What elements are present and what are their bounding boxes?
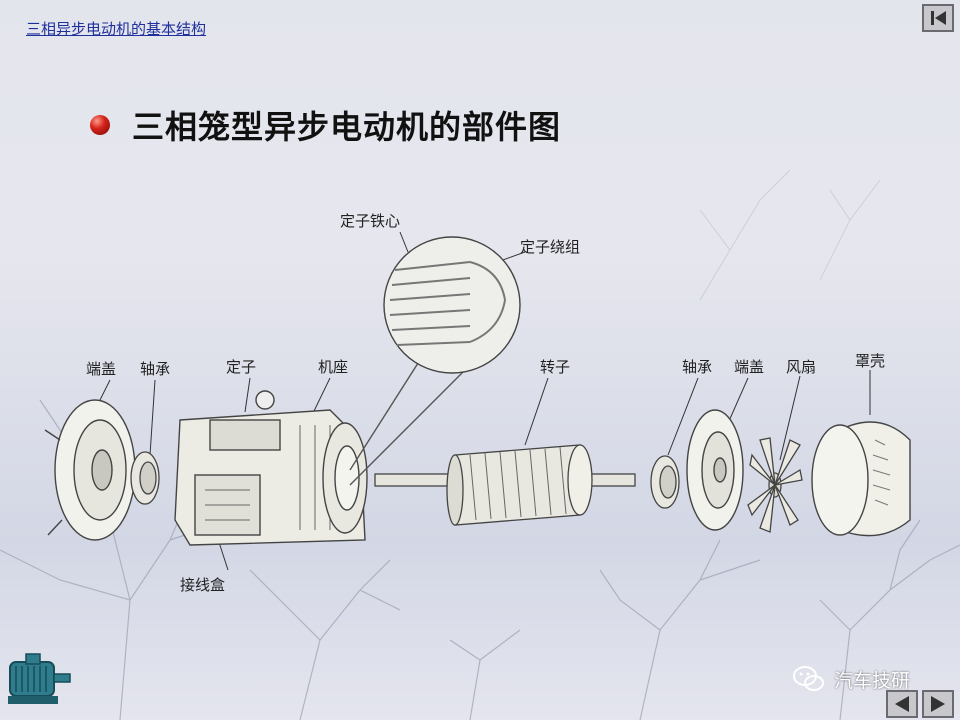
- stator-detail-circle: [349, 236, 521, 486]
- watermark-text: 汽车技研: [834, 669, 911, 692]
- bearing-left-part: [130, 451, 160, 505]
- end-cover-left-part: [44, 399, 136, 541]
- label-fan-cover: 罩壳: [855, 352, 886, 370]
- first-slide-button[interactable]: [922, 4, 954, 32]
- prev-slide-button[interactable]: [886, 690, 918, 718]
- rotor-part: [374, 444, 636, 526]
- label-terminal-box: 接线盒: [180, 576, 226, 594]
- end-cover-right-part: [686, 409, 744, 531]
- label-end-cover-right: 端盖: [734, 358, 765, 376]
- stator-frame-part: [174, 390, 368, 546]
- label-frame: 机座: [318, 358, 349, 376]
- label-bearing-left: 轴承: [140, 360, 171, 378]
- next-slide-button[interactable]: [922, 690, 954, 718]
- fan-part: [747, 437, 803, 533]
- watermark: 汽车技研: [792, 664, 910, 694]
- fan-cover-part: [811, 421, 911, 537]
- label-end-cover-left: 端盖: [86, 360, 117, 378]
- label-fan: 风扇: [786, 358, 817, 376]
- label-stator-core: 定子铁心: [340, 212, 401, 230]
- label-rotor: 转子: [540, 358, 571, 376]
- label-stator-winding: 定子绕组: [520, 238, 581, 256]
- breadcrumb-link[interactable]: 三相异步电动机的基本结构: [26, 20, 207, 38]
- prev-slide-icon: [895, 696, 909, 712]
- label-stator: 定子: [226, 358, 257, 376]
- first-slide-icon: [931, 11, 946, 25]
- motor-logo-icon: [8, 653, 71, 704]
- bullet-icon: [90, 115, 110, 135]
- next-slide-icon: [931, 696, 945, 712]
- slide-title: 三相笼型异步电动机的部件图: [132, 108, 562, 146]
- bearing-right-part: [650, 455, 680, 509]
- wechat-icon: [793, 666, 824, 691]
- label-bearing-right: 轴承: [682, 358, 713, 376]
